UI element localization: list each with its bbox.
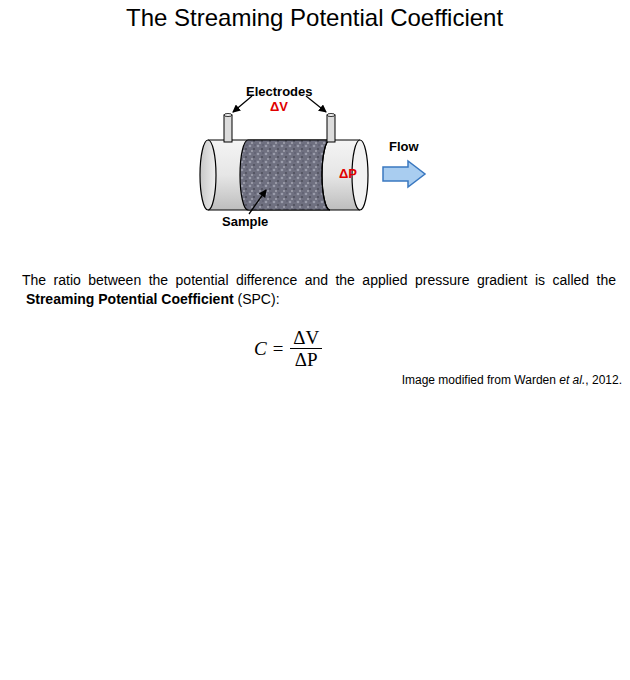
fraction-bar xyxy=(290,348,322,349)
page-title: The Streaming Potential Coefficient xyxy=(126,4,503,32)
body-paragraph: The ratio between the potential differen… xyxy=(22,271,616,309)
citation-text: , 2012. xyxy=(585,373,622,387)
fraction: ΔVΔP xyxy=(290,327,322,370)
leader-line xyxy=(249,190,266,214)
part-label: Electrodes xyxy=(246,84,312,99)
denominator: ΔP xyxy=(292,349,321,370)
tube-end xyxy=(200,140,216,210)
tube-body xyxy=(208,140,360,210)
sample-core xyxy=(240,140,330,210)
quantity-label: ΔV xyxy=(270,99,288,114)
body-text: (SPC): xyxy=(238,291,280,307)
quantity-label: ΔP xyxy=(339,166,357,181)
term-bold: Streaming Potential Coefficient xyxy=(26,291,234,307)
citation: Image modified from Wardenet al., 2012. xyxy=(402,373,622,387)
body-text: The ratio between the potential differen… xyxy=(22,272,616,288)
citation-text: et al. xyxy=(559,373,585,387)
electrode xyxy=(327,115,335,142)
numerator: ΔV xyxy=(290,327,322,348)
flow-arrow xyxy=(383,161,425,187)
citation-text: Image modified from Warden xyxy=(402,373,556,387)
part-label: Sample xyxy=(222,214,268,229)
formula-lhs: C = xyxy=(254,338,284,360)
electrode xyxy=(224,115,232,142)
formula: C = ΔVΔP xyxy=(254,327,322,370)
part-label: Flow xyxy=(389,139,419,154)
